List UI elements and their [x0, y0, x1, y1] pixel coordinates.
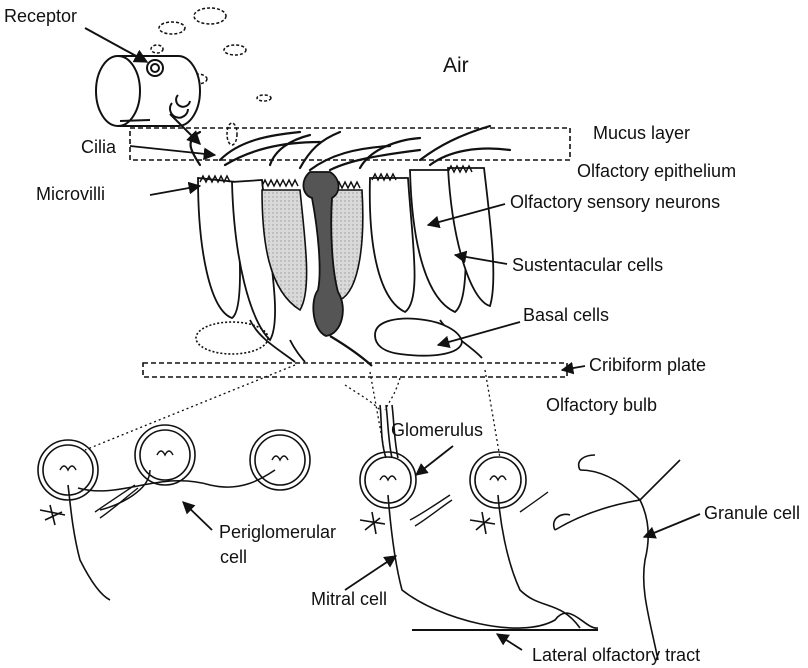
cilia: [191, 126, 510, 170]
olfactory-epithelium-label: Olfactory epithelium: [577, 161, 736, 182]
cribiform-plate-label: Cribiform plate: [589, 355, 706, 376]
basal-cell-dotted: [196, 322, 268, 354]
glomerulus-label: Glomerulus: [391, 420, 483, 441]
glomerulus-tufts: [60, 451, 506, 480]
air-label: Air: [443, 54, 469, 78]
cribiform-plate-box: [143, 363, 567, 377]
receptor-cylinder: [96, 56, 200, 126]
lateral-olfactory-tract-label: Lateral olfactory tract: [532, 645, 700, 666]
receptor-label: Receptor: [4, 6, 77, 27]
olfactory-sensory-neurons-label: Olfactory sensory neurons: [510, 192, 720, 213]
sustentacular-cells-label: Sustentacular cells: [512, 255, 663, 276]
basal-cell: [375, 319, 462, 356]
periglomerular-cells: [95, 485, 548, 526]
mucus-layer-label: Mucus layer: [593, 123, 690, 144]
periglomerular-label-line1: Periglomerular: [219, 522, 336, 543]
cilia-label: Cilia: [81, 137, 116, 158]
mitral-cell-label: Mitral cell: [311, 589, 387, 610]
microvilli-label: Microvilli: [36, 184, 105, 205]
mucus-layer-box: [130, 128, 570, 160]
olfactory-bulb-label: Olfactory bulb: [546, 395, 657, 416]
periglomerular-label-line2: cell: [220, 547, 247, 568]
projection-lines: [85, 365, 500, 458]
granule-cell-label: Granule cell: [704, 503, 800, 524]
basal-cells-label: Basal cells: [523, 305, 609, 326]
periglomerular-connection: [78, 470, 275, 491]
